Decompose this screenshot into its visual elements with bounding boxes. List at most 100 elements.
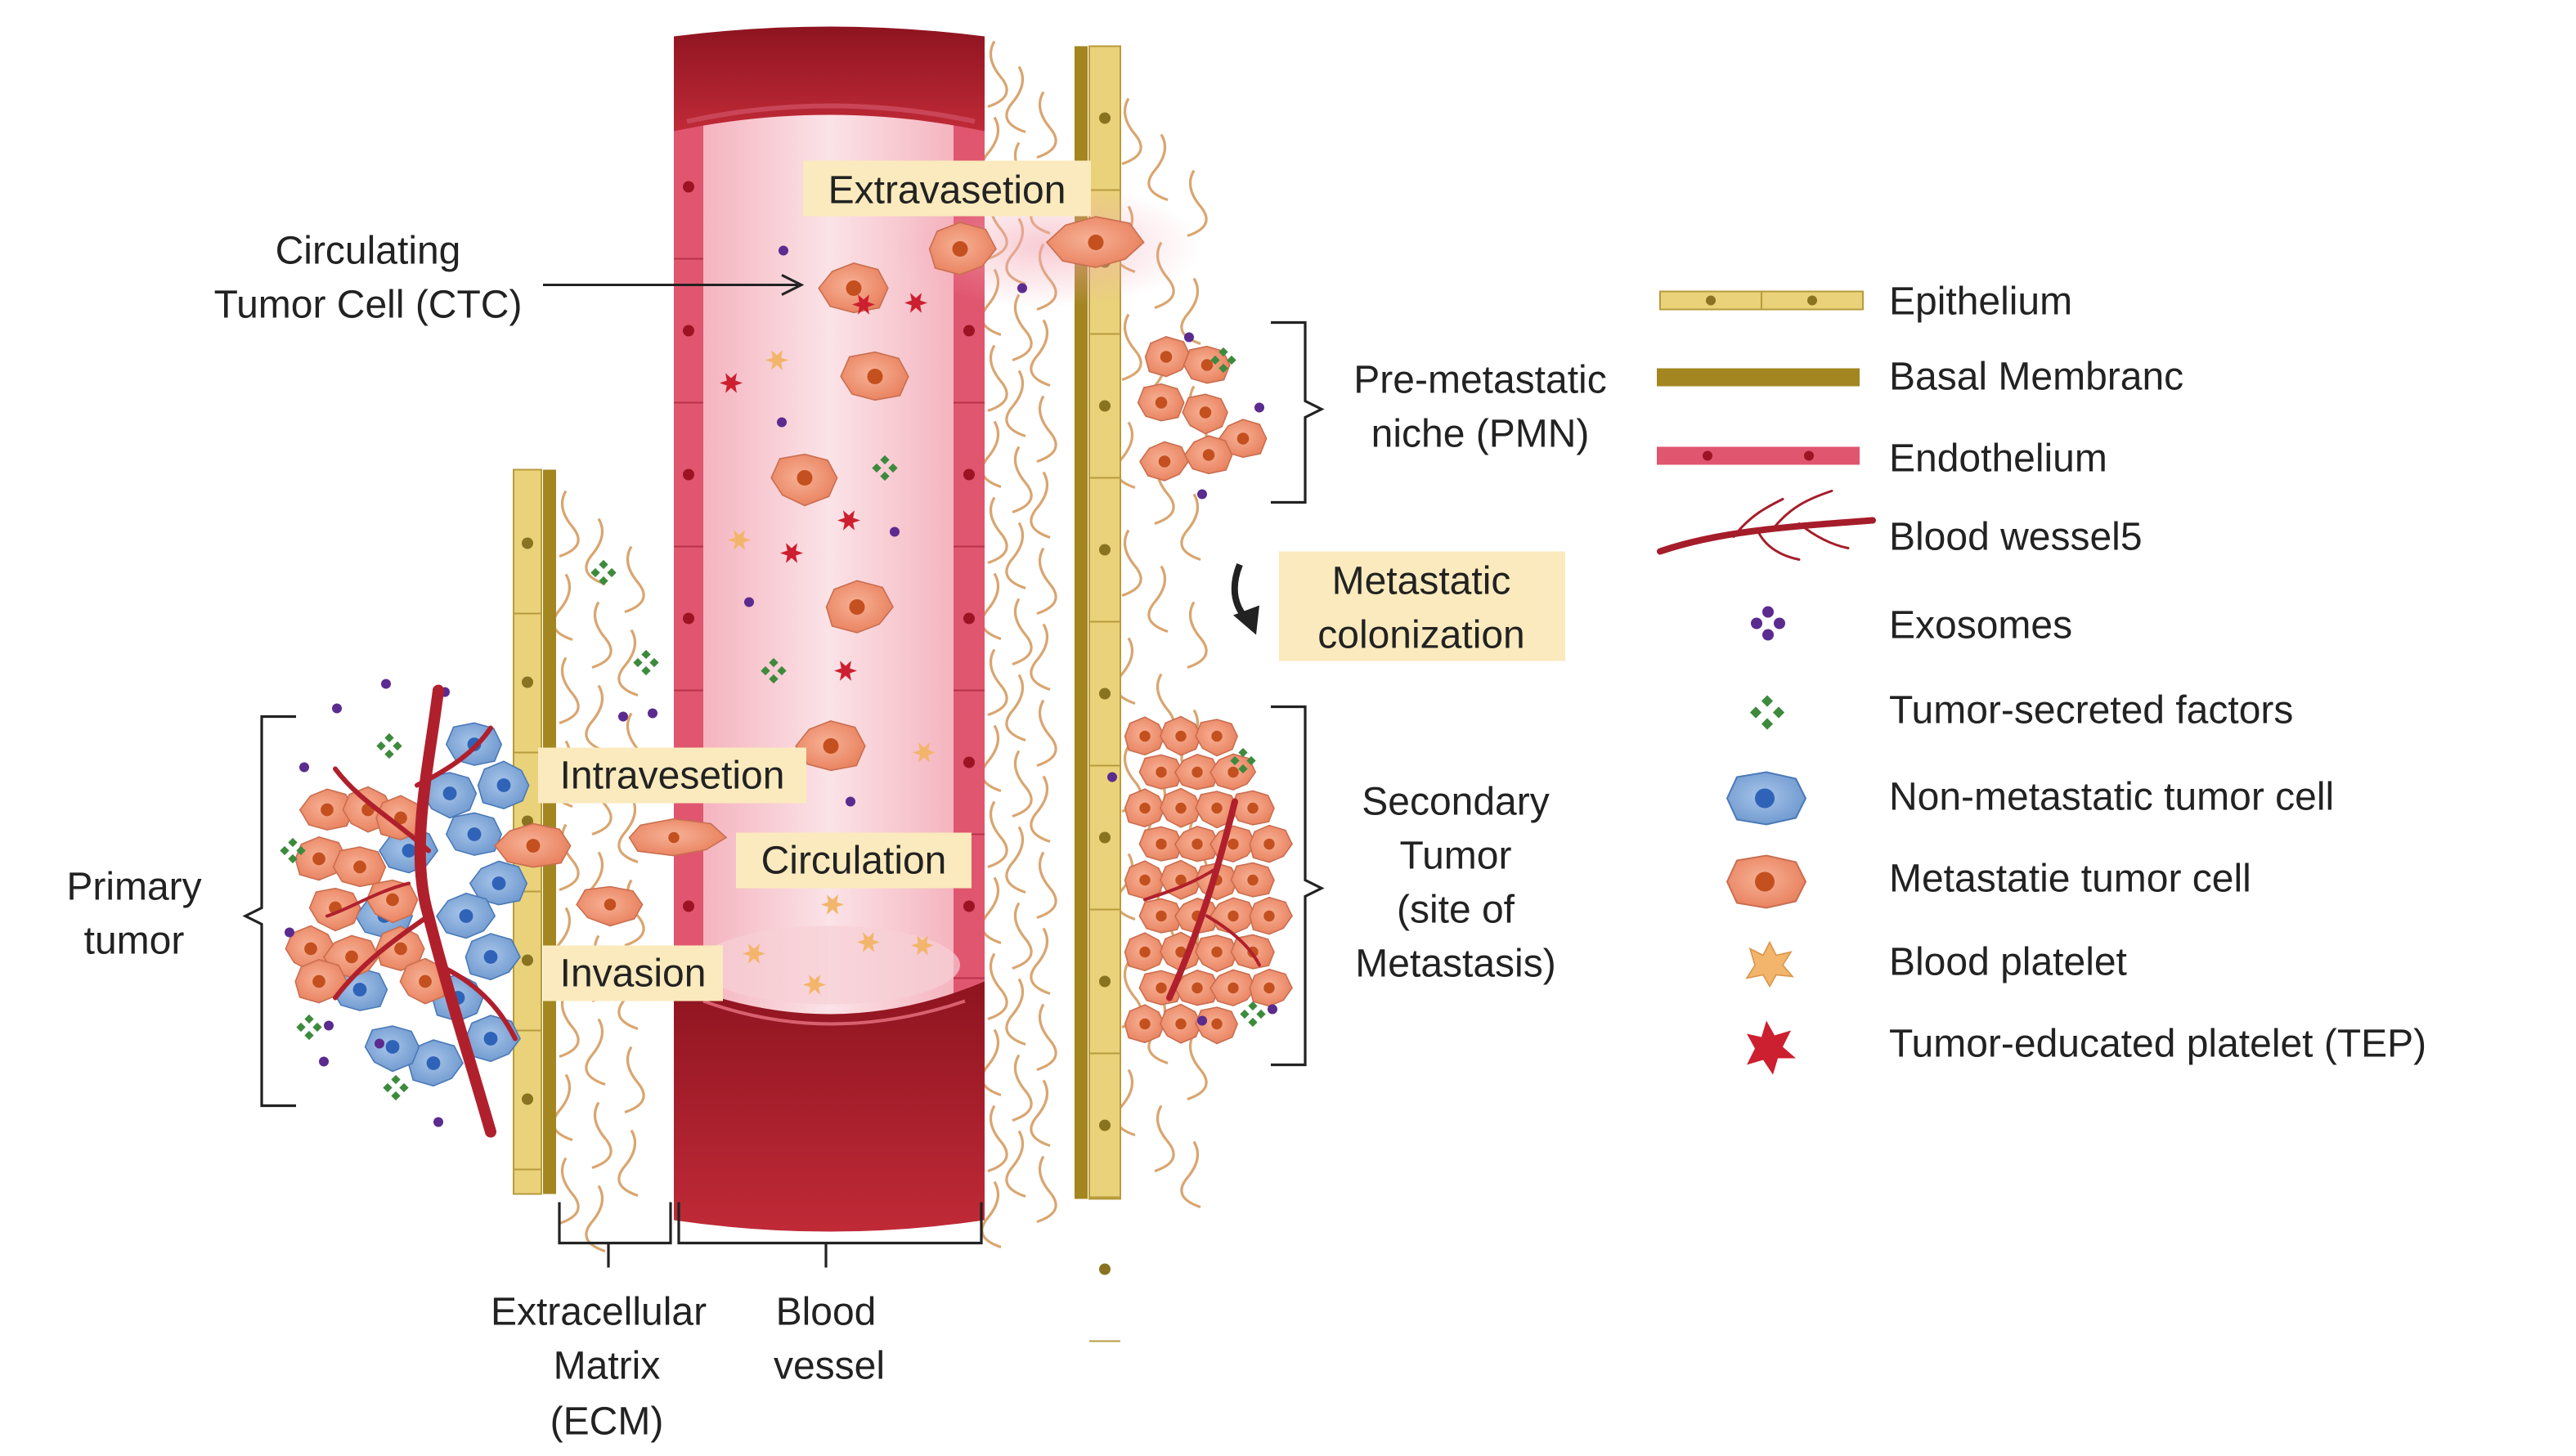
metastatic-cell <box>494 822 572 868</box>
exosome <box>618 711 628 722</box>
epithelium-nucleus <box>522 954 533 966</box>
metastatic-cell <box>1174 826 1220 862</box>
ecm-fiber <box>624 1046 645 1114</box>
ecm-fiber <box>1005 674 1026 742</box>
non-metastatic-cell <box>477 760 530 809</box>
primary-tumor-line2: tumor <box>84 920 185 963</box>
ecm-fiber <box>1012 1054 1033 1122</box>
secondary-tumor-line3: (site of <box>1397 889 1515 932</box>
ecm-fiber <box>1187 1033 1208 1101</box>
blood-platelet <box>728 530 751 550</box>
endothelium-legend-icon <box>1657 446 1860 465</box>
tumor-secreted-factor <box>383 1074 409 1101</box>
legend-label-met: Metastatie tumor cell <box>1889 858 2251 901</box>
ecm-fiber <box>1036 395 1057 464</box>
metastatic-cell <box>825 580 894 634</box>
metastatic-cell <box>1183 345 1231 384</box>
extravasation-box <box>803 160 1091 217</box>
ecm-fiber <box>987 800 1008 869</box>
tumor-cells <box>285 216 1293 1087</box>
braces <box>242 320 1325 1268</box>
ecm-fiber <box>1036 547 1057 616</box>
colonization-box <box>1279 551 1565 661</box>
exosome <box>324 1020 334 1031</box>
metastatic-cell <box>294 836 348 881</box>
endothelial-nucleus <box>683 900 694 912</box>
ecm-fiber <box>987 648 1008 717</box>
ecm-fiber <box>1121 313 1142 382</box>
ecm-fiber <box>552 1073 573 1142</box>
metastatic-cell <box>1124 1004 1165 1044</box>
endothelial-nucleus <box>963 325 975 337</box>
metastatic-cell <box>1209 969 1257 1006</box>
ecm-label-line3: (ECM) <box>550 1400 664 1444</box>
ecm-fiber <box>987 40 1008 109</box>
secondary-tumor-line2: Tumor <box>1400 835 1512 878</box>
ecm-fiber <box>559 656 580 725</box>
ecm-fiber <box>1005 370 1026 438</box>
ecm-fiber <box>987 952 1008 1021</box>
ecm-fiber <box>1115 853 1136 921</box>
metastatic-cell <box>1124 860 1165 900</box>
legend-label-endothelium: Endothelium <box>1889 437 2107 481</box>
ecm-fibers <box>552 40 1208 1253</box>
ecm-fiber <box>1115 1068 1136 1137</box>
epithelium-nucleus <box>1099 544 1111 556</box>
vessel-label-line2: vessel <box>774 1345 885 1388</box>
ecm-fiber <box>1180 493 1201 562</box>
blood-vessel-legend-icon <box>1657 490 1876 561</box>
ecm-fiber <box>1005 826 1026 894</box>
ecm-fiber <box>987 496 1008 565</box>
ecm-fiber <box>1154 1104 1175 1173</box>
vessel-brace <box>677 1202 983 1268</box>
ecm-fiber <box>617 1129 639 1198</box>
ecm-fiber <box>1180 1140 1201 1209</box>
endothelial-nucleus <box>683 325 694 337</box>
tumor-educated-platelet <box>904 293 927 313</box>
colonization-arrow <box>1231 563 1259 635</box>
pmn-label-line1: Pre-metastatic <box>1353 359 1606 402</box>
ecm-fiber <box>981 1028 1002 1097</box>
exosome <box>1017 283 1027 293</box>
endothelial-nucleus <box>963 468 975 481</box>
ecm-fiber <box>1147 565 1169 634</box>
blood-platelet <box>911 935 934 956</box>
ecm-fiber <box>1030 471 1051 540</box>
ecm-fiber <box>585 1185 606 1253</box>
ecm-fiber <box>1036 1155 1057 1224</box>
ecm-fiber <box>981 1180 1002 1249</box>
particles <box>280 245 1277 1127</box>
legend-label-platelet: Blood platelet <box>1889 941 2127 984</box>
metastatic-cell <box>1249 968 1293 1007</box>
legend-label-vessel: Blood wessel5 <box>1889 516 2143 559</box>
ecm-fiber <box>1147 133 1169 202</box>
metastatic-cell <box>1249 824 1293 863</box>
exosome <box>779 245 788 256</box>
ecm-fiber <box>1115 637 1136 706</box>
pmn-brace <box>1271 320 1325 504</box>
exosome <box>319 1056 329 1067</box>
epithelium-nucleus <box>522 537 533 549</box>
tumor-educated-platelet <box>837 510 860 531</box>
exosome <box>1184 332 1194 343</box>
tumor-secreted-factor <box>1230 747 1256 774</box>
secondary-tumor-vessel <box>1143 798 1261 1001</box>
tumor-secreted-factor <box>280 837 306 864</box>
secondary-tumor-line1: Secondary <box>1362 781 1549 824</box>
ecm-fiber <box>1030 775 1051 844</box>
metastatic-cell <box>628 818 728 857</box>
exosome <box>846 796 855 807</box>
colonization-label-line1: Metastatic <box>1332 560 1511 603</box>
legend-label-exosomes: Exosomes <box>1889 604 2072 647</box>
exosome <box>375 1038 384 1049</box>
ecm-fiber <box>585 517 606 586</box>
primary-tumor-vessel <box>325 684 518 1138</box>
intravasation-box <box>538 747 806 804</box>
non-metastatic-cell <box>407 1039 464 1087</box>
primary-tumor-line1: Primary <box>66 866 201 909</box>
blood-platelet <box>857 932 880 952</box>
non-metastatic-cell <box>469 860 528 906</box>
basal-membrane-legend-icon <box>1657 368 1860 387</box>
ecm-fiber <box>1036 1003 1057 1072</box>
